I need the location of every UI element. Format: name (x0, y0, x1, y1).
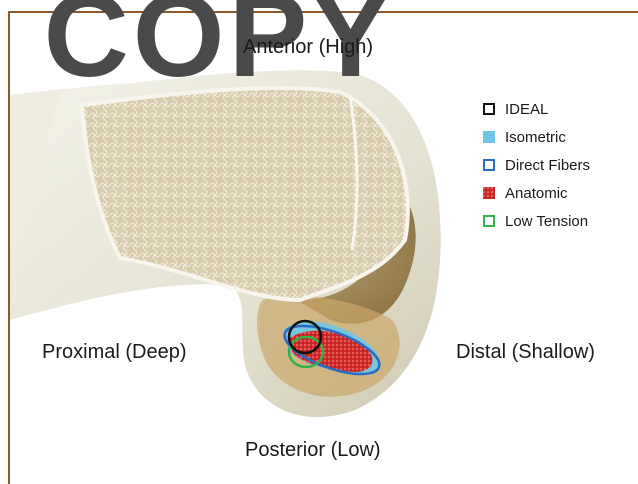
legend-item-isometric: Isometric (483, 123, 590, 151)
legend-item-low-tension: Low Tension (483, 207, 590, 235)
legend-label-low-tension: Low Tension (505, 213, 588, 230)
direct-fibers-swatch (483, 159, 495, 171)
distal-label: Distal (Shallow) (456, 341, 595, 364)
proximal-label: Proximal (Deep) (42, 341, 186, 364)
low-tension-swatch (483, 215, 495, 227)
anatomic-swatch (483, 187, 495, 199)
anterior-label: Anterior (High) (243, 36, 373, 59)
legend-item-direct-fibers: Direct Fibers (483, 151, 590, 179)
legend-item-anatomic: Anatomic (483, 179, 590, 207)
legend: IDEAL Isometric Direct Fibers Anatomic L… (483, 95, 590, 235)
posterior-label: Posterior (Low) (245, 439, 381, 462)
legend-label-ideal: IDEAL (505, 101, 548, 118)
legend-item-ideal: IDEAL (483, 95, 590, 123)
legend-label-anatomic: Anatomic (505, 185, 568, 202)
legend-label-isometric: Isometric (505, 129, 566, 146)
isometric-swatch (483, 131, 495, 143)
ideal-swatch (483, 103, 495, 115)
legend-label-direct-fibers: Direct Fibers (505, 157, 590, 174)
